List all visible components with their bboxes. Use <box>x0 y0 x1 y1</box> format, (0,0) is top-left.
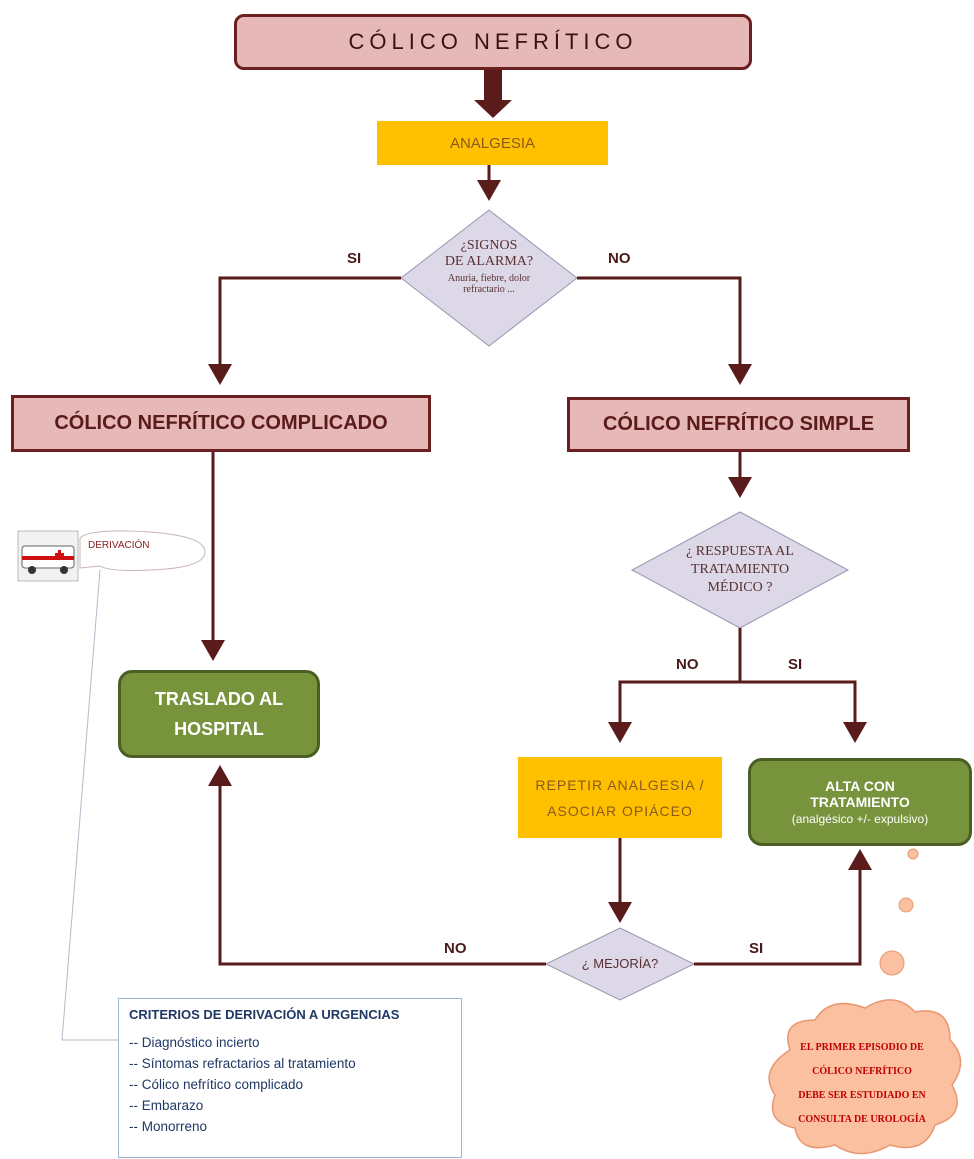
criteria-item: -- Síntomas refractarios al tratamiento <box>129 1056 356 1071</box>
criteria-item: -- Diagnóstico incierto <box>129 1035 260 1050</box>
urology-cloud <box>768 999 962 1155</box>
simple-box: CÓLICO NEFRÍTICO SIMPLE <box>567 397 910 452</box>
label-si-response: SI <box>788 656 803 673</box>
hospital-line1: TRASLADO AL <box>154 689 284 709</box>
criteria-box: CRITERIOS DE DERIVACIÓN A URGENCIAS -- D… <box>118 998 462 1158</box>
label-si-alarm: SI <box>347 250 362 267</box>
urology-note: EL PRIMER EPISODIO DE CÓLICO NEFRÍTICO D… <box>762 1036 962 1132</box>
label-no-improvement: NO <box>444 940 467 957</box>
arrow-alarm-complicated <box>208 276 401 385</box>
cloud-line1: EL PRIMER EPISODIO DE <box>800 1042 924 1053</box>
simple-text: CÓLICO NEFRÍTICO SIMPLE <box>602 413 875 435</box>
repeat-line1: REPETIR ANALGESIA / <box>535 776 705 793</box>
complicated-box: CÓLICO NEFRÍTICO COMPLICADO <box>11 395 431 452</box>
arrow-improvement-discharge <box>694 849 872 966</box>
derivation-label: DERIVACIÓN <box>88 540 150 551</box>
analgesia-box: ANALGESIA <box>377 121 608 165</box>
response-line3: MÉDICO ? <box>707 580 773 595</box>
title-box: CÓLICO NEFRÍTICO <box>234 14 752 70</box>
arrow-response-repeat <box>608 680 740 743</box>
arrow-alarm-simple <box>577 276 752 385</box>
repeat-box: REPETIR ANALGESIA / ASOCIAR OPIÁCEO <box>518 757 722 838</box>
hospital-box: TRASLADO AL HOSPITAL <box>118 670 320 758</box>
alarm-line2: DE ALARMA? <box>444 254 534 269</box>
response-line2: TRATAMIENTO <box>690 562 790 577</box>
discharge-line2: TRATAMIENTO <box>810 794 910 810</box>
alarm-diamond <box>400 209 578 347</box>
criteria-item: -- Cólico nefrítico complicado <box>129 1077 304 1092</box>
cloud-line4: CONSULTA DE UROLOGÍA <box>798 1114 926 1125</box>
response-line1: ¿ RESPUESTA AL <box>686 544 794 559</box>
criteria-item: -- Monorreno <box>129 1119 208 1134</box>
cloud-line3: DEBE SER ESTUDIADO EN <box>798 1090 926 1101</box>
thought-bubble-medium <box>898 897 914 913</box>
cloud-line2: CÓLICO NEFRÍTICO <box>812 1066 912 1077</box>
derivation-connector <box>61 569 118 1041</box>
response-text: ¿ RESPUESTA AL TRATAMIENTO MÉDICO ? <box>660 543 820 597</box>
criteria-title: CRITERIOS DE DERIVACIÓN A URGENCIAS <box>129 1007 400 1022</box>
label-no-response: NO <box>676 656 699 673</box>
analgesia-text: ANALGESIA <box>449 134 536 152</box>
improvement-diamond <box>544 927 696 1001</box>
title-text: CÓLICO NEFRÍTICO <box>348 29 638 54</box>
alarm-text: ¿SIGNOS DE ALARMA? Anuria, fiebre, dolor… <box>419 238 559 295</box>
alarm-detail2: refractario ... <box>463 284 515 295</box>
thought-bubble-large <box>879 950 905 976</box>
thought-bubble-small <box>907 848 919 860</box>
improvement-text: ¿ MEJORÍA? <box>581 956 659 971</box>
alarm-line1: ¿SIGNOS <box>460 238 518 253</box>
label-no-alarm: NO <box>608 250 631 267</box>
arrow-improvement-hospital <box>208 765 546 966</box>
discharge-box: ALTA CON TRATAMIENTO (analgésico +/- exp… <box>748 758 972 846</box>
criteria-item: -- Embarazo <box>129 1098 204 1113</box>
discharge-line3: (analgésico +/- expulsivo) <box>791 812 929 826</box>
arrow-response-discharge <box>740 680 867 743</box>
hospital-line2: HOSPITAL <box>174 719 264 739</box>
title-arrow <box>474 70 512 118</box>
repeat-line2: ASOCIAR OPIÁCEO <box>547 802 693 819</box>
discharge-line1: ALTA CON <box>825 778 895 794</box>
alarm-detail1: Anuria, fiebre, dolor <box>447 273 531 284</box>
derivation-callout <box>79 530 206 571</box>
ambulance-icon <box>17 530 79 582</box>
complicated-text: CÓLICO NEFRÍTICO COMPLICADO <box>54 412 388 434</box>
label-si-improvement: SI <box>749 940 764 957</box>
